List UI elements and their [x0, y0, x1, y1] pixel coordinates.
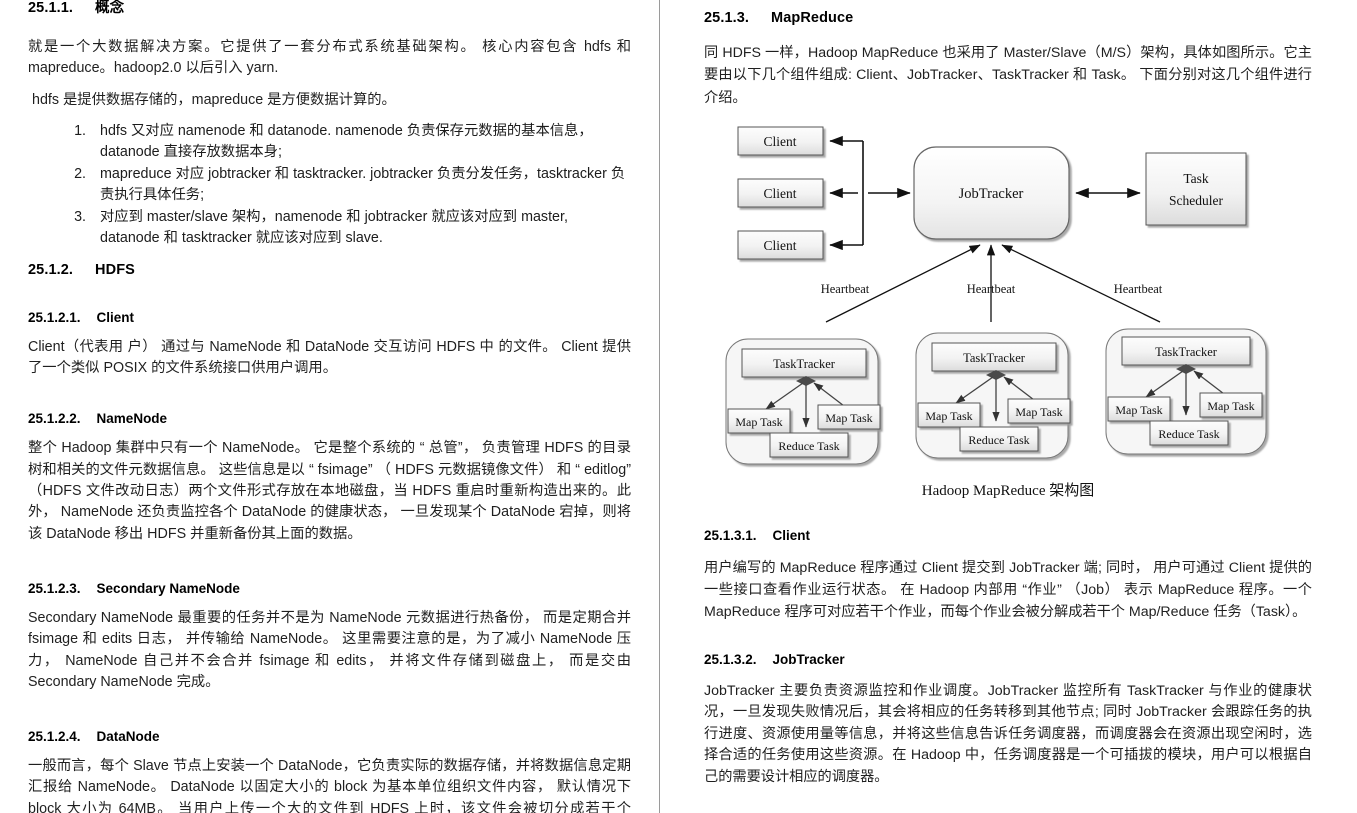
left-column: 25.1.1. 概念 就是一个大数据解决方案。它提供了一套分布式系统基础架构。 核…	[0, 0, 659, 813]
list-item: 对应到 master/slave 架构，namenode 和 jobtracke…	[90, 207, 631, 250]
heading-number: 25.1.2.2.	[28, 411, 81, 427]
tasktracker-1-hub	[796, 375, 816, 386]
paragraph-client-hdfs: Client（代表用 户） 通过与 NameNode 和 DataNode 交互…	[28, 338, 631, 377]
reduce-task-2-label: Reduce Task	[968, 433, 1029, 447]
tt2-to-map-a	[955, 376, 994, 404]
heading-number: 25.1.3.2.	[704, 651, 757, 667]
heading-title: Client	[96, 309, 135, 325]
heading-title: HDFS	[95, 261, 135, 278]
paragraph-jobtracker: JobTracker 主要负责资源监控和作业调度。JobTracker 监控所有…	[704, 682, 1312, 785]
heading-title: NameNode	[96, 411, 168, 427]
column-divider	[659, 0, 660, 813]
heading-25-1-2-2: 25.1.2.2. NameNode	[28, 411, 631, 426]
tasktracker-cluster-1: TaskTracker Map Task Map Task Reduce Tas…	[725, 338, 881, 465]
tasktracker-2-label: TaskTracker	[963, 351, 1026, 365]
jobtracker-label: JobTracker	[959, 186, 1024, 202]
tasktracker-3-label: TaskTracker	[1155, 345, 1218, 359]
heartbeat-label-1: Heartbeat	[821, 282, 870, 296]
heading-number: 25.1.2.3.	[28, 580, 81, 596]
client-box-3: Client	[737, 230, 824, 260]
tasktracker-3-hub	[1176, 363, 1196, 374]
heading-25-1-2-3: 25.1.2.3. Secondary NameNode	[28, 581, 631, 596]
task-scheduler-label-line1: Task	[1183, 171, 1209, 186]
paragraph-gainian-2: hdfs 是提供数据存储的，mapreduce 是方便数据计算的。	[32, 91, 396, 108]
paragraph-mapreduce-intro: 同 HDFS 一样，Hadoop MapReduce 也采用了 Master/S…	[704, 45, 1312, 106]
map-task-3b-label: Map Task	[1207, 399, 1254, 413]
paragraph-datanode: 一般而言，每个 Slave 节点上安装一个 DataNode，它负责实际的数据存…	[28, 758, 631, 813]
heading-title: DataNode	[96, 729, 160, 745]
tasktracker-cluster-2: TaskTracker Map Task Map Task Reduce Tas…	[915, 332, 1071, 459]
list-item: hdfs 又对应 namenode 和 datanode. namenode 负…	[90, 121, 631, 164]
heading-number: 25.1.2.4.	[28, 729, 81, 745]
heartbeat-line-3	[1001, 244, 1161, 323]
paragraph-gainian-1: 就是一个大数据解决方案。它提供了一套分布式系统基础架构。 核心内容包含 hdfs…	[28, 39, 631, 77]
task-scheduler-box: Task Scheduler	[1145, 152, 1247, 226]
figure-caption: Hadoop MapReduce 架构图	[921, 482, 1095, 499]
paragraph-client-mapreduce: 用户编写的 MapReduce 程序通过 Client 提交到 JobTrack…	[704, 559, 1312, 621]
map-task-2b-label: Map Task	[1015, 405, 1062, 419]
tasktracker-cluster-3: TaskTracker Map Task Map Task Reduce Tas…	[1105, 328, 1267, 455]
jobtracker-box: JobTracker	[913, 146, 1070, 240]
heartbeat-label-3: Heartbeat	[1114, 282, 1163, 296]
tasktracker-1-label: TaskTracker	[773, 357, 836, 371]
heading-number: 25.1.3.	[704, 10, 750, 26]
tt1-to-map-a	[765, 382, 804, 410]
client-3-label: Client	[764, 238, 797, 253]
heading-25-1-3-2: 25.1.3.2. JobTracker	[704, 652, 1312, 667]
concept-list: hdfs 又对应 namenode 和 datanode. namenode 负…	[28, 121, 631, 250]
heading-25-1-2-4: 25.1.2.4. DataNode	[28, 729, 631, 744]
client-1-label: Client	[764, 134, 797, 149]
heading-25-1-2-1: 25.1.2.1. Client	[28, 310, 631, 325]
paragraph-namenode: 整个 Hadoop 集群中只有一个 NameNode。 它是整个系统的 “ 总管…	[28, 440, 631, 542]
heading-title: Client	[772, 527, 811, 543]
heading-number: 25.1.1.	[28, 0, 74, 16]
mapreduce-architecture-figure: Client Client Client	[708, 117, 1308, 477]
heading-title: 概念	[95, 0, 125, 16]
heading-number: 25.1.2.	[28, 261, 74, 278]
heading-number: 25.1.3.1.	[704, 527, 757, 543]
paragraph-secondary-namenode: Secondary NameNode 最重要的任务并不是为 NameNode 元…	[28, 609, 631, 690]
reduce-task-1-label: Reduce Task	[778, 439, 839, 453]
map-task-2a-label: Map Task	[925, 409, 972, 423]
heartbeat-line-1	[825, 244, 981, 323]
task-scheduler-label-line2: Scheduler	[1169, 193, 1223, 208]
heading-title: MapReduce	[771, 10, 854, 26]
heading-title: JobTracker	[772, 651, 845, 667]
heading-title: Secondary NameNode	[96, 580, 240, 596]
heading-25-1-1: 25.1.1. 概念	[28, 0, 631, 17]
client-box-2: Client	[737, 178, 824, 208]
list-item: mapreduce 对应 jobtracker 和 tasktracker. j…	[90, 164, 631, 207]
heading-25-1-3-1: 25.1.3.1. Client	[704, 528, 1312, 543]
right-column: 25.1.3. MapReduce 同 HDFS 一样，Hadoop MapRed…	[660, 0, 1357, 813]
client-2-label: Client	[764, 186, 797, 201]
map-task-3a-label: Map Task	[1115, 403, 1162, 417]
tt3-to-map-a	[1145, 370, 1184, 398]
heading-number: 25.1.2.1.	[28, 309, 81, 325]
heading-25-1-2: 25.1.2. HDFS	[28, 262, 631, 278]
reduce-task-3-label: Reduce Task	[1158, 427, 1219, 441]
heartbeat-label-2: Heartbeat	[967, 282, 1016, 296]
map-task-1a-label: Map Task	[735, 415, 782, 429]
client-box-1: Client	[737, 126, 824, 156]
map-task-1b-label: Map Task	[825, 411, 872, 425]
tasktracker-2-hub	[986, 369, 1006, 380]
heading-25-1-3: 25.1.3. MapReduce	[704, 10, 1312, 26]
